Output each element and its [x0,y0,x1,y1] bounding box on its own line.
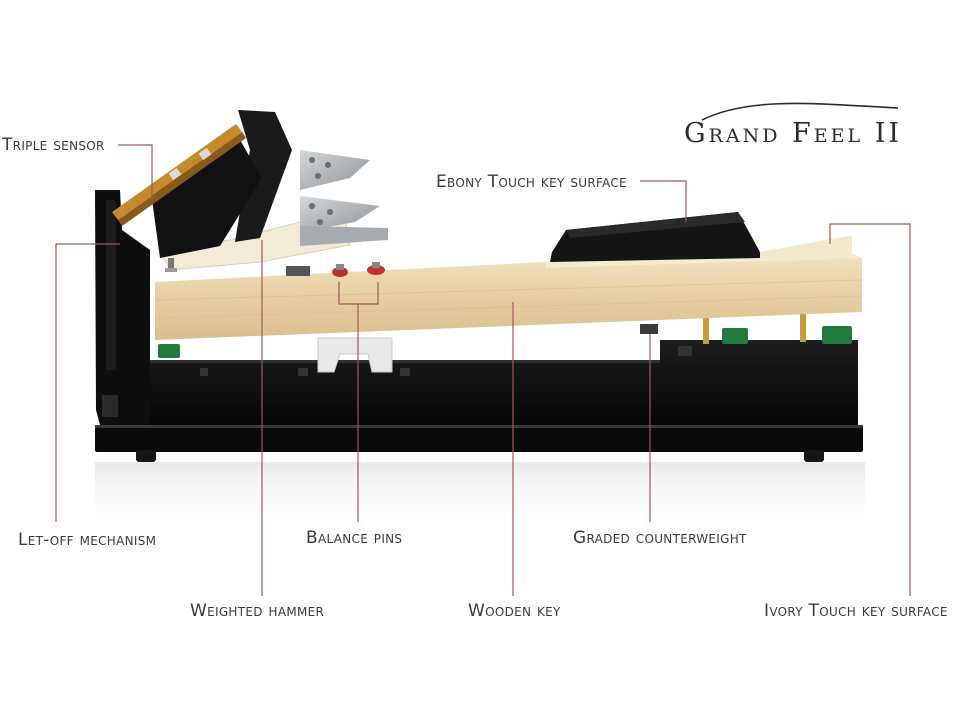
action-base [95,340,863,462]
ebony-key-top [550,212,760,262]
label-ebony-touch: Ebony Touch key surface [436,172,627,192]
let-off-frame [95,190,150,425]
label-let-off-mechanism: Let-off mechanism [18,530,157,550]
label-ivory-touch: Ivory Touch key surface [764,601,948,621]
leader-lines [55,144,911,596]
label-triple-sensor: Triple sensor [2,135,105,155]
label-weighted-hammer: Weighted hammer [190,601,325,621]
triple-sensor-board [112,124,246,226]
floor-reflection [95,462,865,532]
label-balance-pins: Balance pins [306,528,403,548]
leader-triple-sensor [118,144,153,200]
leader-ebony-touch [640,180,687,222]
leader-balance-pins-bracket [338,282,379,305]
logo-swoosh [701,102,899,121]
weighted-hammer-assembly [150,110,388,272]
grand-feel-logo: Grand Feel II [684,118,903,149]
green-felt-pads [158,326,852,358]
balance-rail [317,337,393,373]
leader-ivory-touch [829,223,911,596]
wooden-key-body [154,232,863,340]
leader-let-off [55,243,120,522]
brass-pins [703,314,806,344]
balance-pin-markers [286,262,385,277]
label-graded-counterweight: Graded counterweight [573,528,747,548]
label-wooden-key: Wooden key [468,601,561,621]
